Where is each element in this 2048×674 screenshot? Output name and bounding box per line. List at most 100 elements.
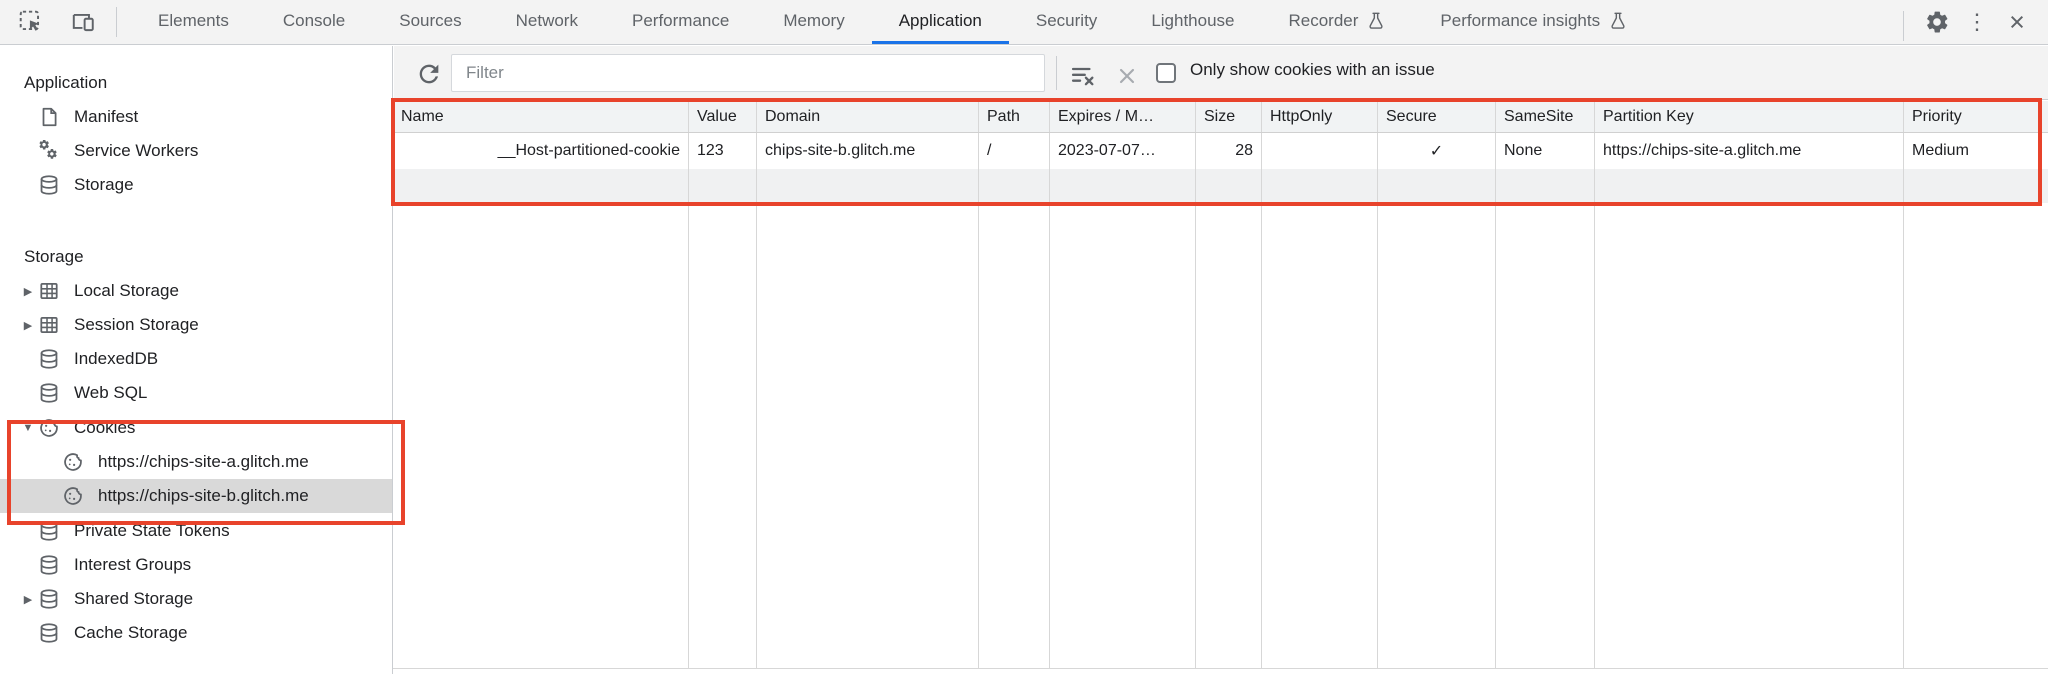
column-header-partition-key[interactable]: Partition Key	[1595, 101, 1904, 132]
tabbar-right-icons: ⋮ ×	[1903, 0, 2048, 44]
tab-performance-insights[interactable]: Performance insights	[1413, 0, 1655, 44]
cell-secure-checkmark: ✓	[1378, 133, 1496, 169]
sidebar-item-label: Web SQL	[74, 383, 148, 402]
sidebar-item-label: https://chips-site-b.glitch.me	[98, 486, 309, 505]
database-icon	[38, 519, 62, 543]
cell-name: __Host-partitioned-cookie	[393, 133, 689, 169]
column-header-samesite[interactable]: SameSite	[1496, 101, 1595, 132]
sidebar-item-private-state-tokens[interactable]: Private State Tokens	[0, 514, 392, 548]
sidebar-item-label: Service Workers	[74, 141, 199, 160]
sidebar-item-web-sql[interactable]: Web SQL	[0, 376, 392, 410]
database-icon	[38, 553, 62, 577]
sidebar-item-interest-groups[interactable]: Interest Groups	[0, 548, 392, 582]
sidebar-item-service-workers[interactable]: Service Workers	[0, 134, 392, 168]
sidebar-item-label: IndexedDB	[74, 349, 159, 368]
sidebar-item-label: Interest Groups	[74, 555, 192, 574]
sidebar-item-label: Local Storage	[74, 281, 179, 300]
cell-httponly	[1262, 133, 1378, 169]
cookies-toolbar: Only show cookies with an issue	[394, 46, 2048, 100]
application-sidebar: Application Manifest Service Workers Sto…	[0, 46, 393, 674]
sidebar-item-label: Storage	[74, 175, 134, 194]
sidebar-item-label: Cache Storage	[74, 623, 188, 642]
tabbar-left-icons	[0, 0, 100, 44]
tab-label: Lighthouse	[1151, 10, 1235, 30]
tab-label: Recorder	[1288, 10, 1359, 30]
sidebar-item-indexeddb[interactable]: IndexedDB	[0, 342, 392, 376]
sidebar-section-storage: Storage	[24, 247, 84, 266]
tab-label: Security	[1035, 10, 1098, 30]
sidebar-item-session-storage[interactable]: ▶ Session Storage	[0, 308, 392, 342]
cookies-table-header: Name Value Domain Path Expires / M… Size…	[393, 101, 2048, 133]
tab-console[interactable]: Console	[256, 0, 372, 44]
sidebar-item-shared-storage[interactable]: ▶ Shared Storage	[0, 582, 392, 616]
tab-label: Performance	[631, 10, 730, 30]
tab-label: Console	[282, 10, 346, 30]
tab-security[interactable]: Security	[1009, 0, 1124, 44]
devtools-tabbar: Elements Console Sources Network Perform…	[0, 0, 2048, 45]
clear-filter-list-icon[interactable]	[1066, 59, 1100, 93]
tab-recorder[interactable]: Recorder	[1262, 0, 1414, 44]
empty-stripe-row	[393, 169, 2048, 203]
tab-lighthouse[interactable]: Lighthouse	[1124, 0, 1261, 44]
table-row[interactable]: __Host-partitioned-cookie 123 chips-site…	[393, 133, 2048, 169]
column-header-domain[interactable]: Domain	[757, 101, 979, 132]
tab-application[interactable]: Application	[871, 0, 1009, 44]
sidebar-item-cookies-chips-site-a[interactable]: https://chips-site-a.glitch.me	[0, 445, 392, 479]
sidebar-item-cookies-chips-site-b[interactable]: https://chips-site-b.glitch.me	[0, 479, 392, 513]
tab-network[interactable]: Network	[489, 0, 605, 44]
column-header-value[interactable]: Value	[689, 101, 757, 132]
tab-sources[interactable]: Sources	[372, 0, 488, 44]
only-show-issue-label: Only show cookies with an issue	[1190, 60, 1435, 79]
sidebar-item-cache-storage[interactable]: Cache Storage	[0, 616, 392, 650]
cell-value: 123	[689, 133, 757, 169]
tab-label: Memory	[783, 10, 845, 30]
tabbar-right-divider	[1903, 10, 1904, 41]
expander-collapsed-icon[interactable]: ▶	[23, 319, 33, 332]
column-header-priority[interactable]: Priority	[1912, 107, 1962, 125]
tab-memory[interactable]: Memory	[756, 0, 871, 44]
expander-expanded-icon[interactable]: ▼	[22, 422, 34, 434]
only-show-issue-checkbox[interactable]	[1156, 63, 1176, 83]
column-header-size[interactable]: Size	[1196, 101, 1262, 132]
cell-expires: 2023-07-07…	[1050, 133, 1196, 169]
table-bottom-edge	[393, 668, 2048, 669]
column-header-name[interactable]: Name	[393, 101, 689, 132]
filter-input[interactable]	[451, 54, 1045, 92]
cookie-icon	[38, 416, 62, 440]
tab-performance[interactable]: Performance	[605, 0, 756, 44]
tab-elements[interactable]: Elements	[131, 0, 256, 44]
close-icon[interactable]: ×	[2000, 5, 2034, 39]
sidebar-section-application: Application	[24, 73, 108, 92]
inspect-icon[interactable]	[14, 5, 48, 39]
table-grid-lines	[393, 203, 2048, 668]
expander-collapsed-icon[interactable]: ▶	[23, 593, 33, 606]
sidebar-item-label: Cookies	[74, 418, 136, 437]
more-glyph: ⋮	[1966, 9, 1988, 34]
sidebar-item-storage[interactable]: Storage	[0, 168, 392, 202]
cell-samesite: None	[1496, 133, 1595, 169]
cookies-table: Name Value Domain Path Expires / M… Size…	[393, 101, 2048, 669]
tab-label: Elements	[158, 10, 229, 30]
expander-collapsed-icon[interactable]: ▶	[23, 285, 33, 298]
more-vertical-icon[interactable]: ⋮	[1960, 5, 1994, 39]
cookie-icon	[62, 484, 86, 508]
toolbar-divider	[1056, 56, 1057, 90]
column-header-expires[interactable]: Expires / M…	[1050, 101, 1196, 132]
sidebar-item-manifest[interactable]: Manifest	[0, 100, 392, 134]
refresh-icon[interactable]	[412, 57, 446, 91]
clear-icon[interactable]	[1110, 59, 1144, 93]
device-toolbar-icon[interactable]	[66, 5, 100, 39]
column-header-secure[interactable]: Secure	[1378, 101, 1496, 132]
sidebar-item-label: Manifest	[74, 107, 139, 126]
flask-icon	[1366, 11, 1386, 31]
column-header-path[interactable]: Path	[979, 101, 1050, 132]
cell-partition-key: https://chips-site-a.glitch.me	[1595, 133, 1904, 169]
settings-gear-icon[interactable]	[1920, 5, 1954, 39]
sidebar-item-cookies[interactable]: ▼ Cookies	[0, 411, 392, 445]
service-workers-gears-icon	[38, 139, 62, 163]
database-icon	[38, 587, 62, 611]
column-header-httponly[interactable]: HttpOnly	[1262, 101, 1378, 132]
cell-size: 28	[1196, 133, 1262, 169]
table-grid-icon	[38, 313, 62, 337]
sidebar-item-local-storage[interactable]: ▶ Local Storage	[0, 274, 392, 308]
